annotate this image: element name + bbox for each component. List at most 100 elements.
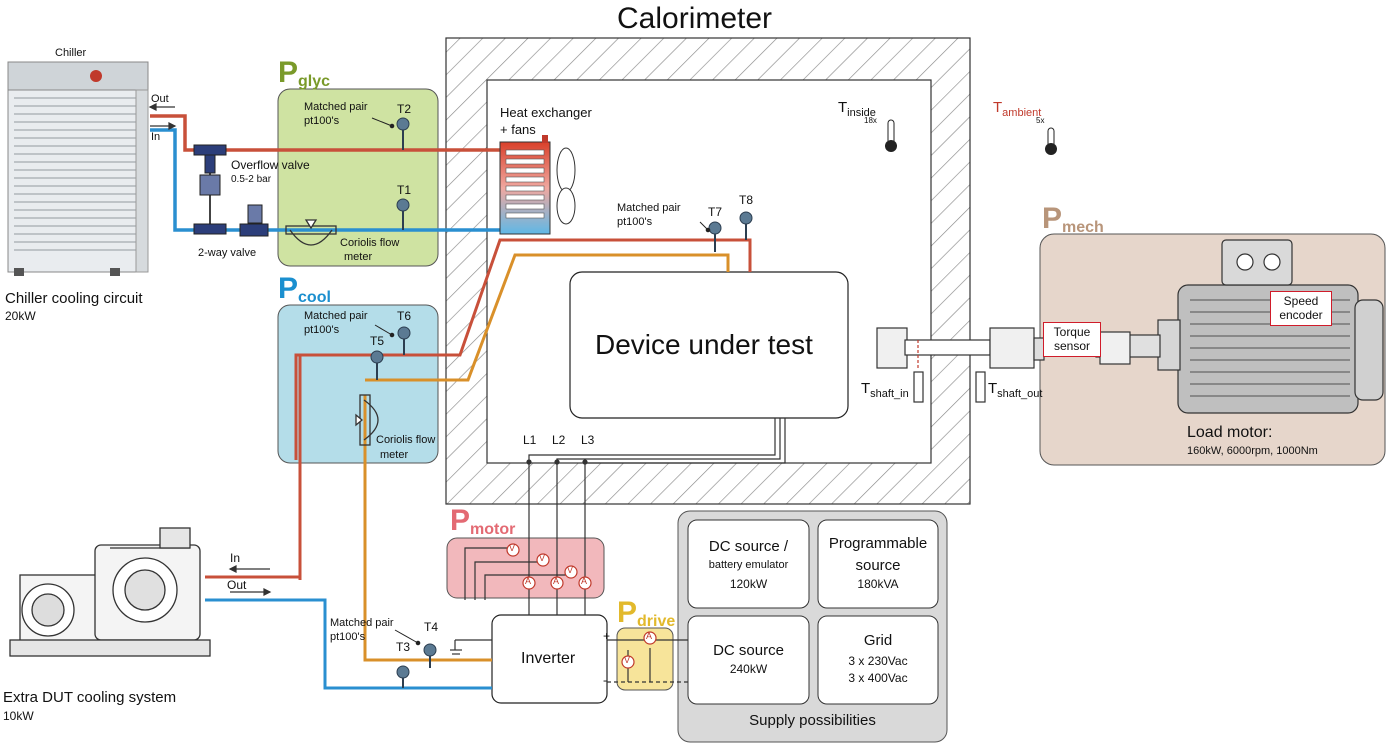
p-mech-label: Pmech: [1042, 202, 1104, 236]
p-drive-label: Pdrive: [617, 596, 676, 630]
p-motor-label: Pmotor: [450, 504, 516, 538]
phase-l1: L1: [523, 433, 537, 447]
thermometer-ambient: [1045, 127, 1057, 155]
dc-emulator-line3: 120kW: [729, 577, 768, 591]
dc-source-line2: 240kW: [729, 662, 768, 676]
t4-label: T4: [424, 620, 439, 634]
t6-label: T6: [397, 309, 412, 323]
p-cool-label: Pcool: [278, 272, 331, 306]
grid-line3: 3 x 400Vac: [848, 671, 908, 685]
dut-pt100: pt100's: [617, 216, 653, 228]
motor-a-glyph-1: A: [525, 576, 532, 586]
two-way-valve-label: 2-way valve: [198, 247, 257, 259]
drive-meters: [621, 631, 657, 669]
programmable-line3: 180kVA: [857, 577, 899, 591]
coriolis-cool: [355, 394, 379, 446]
grid-box: [817, 615, 939, 705]
t2-label: T2: [397, 102, 412, 116]
chiller-unit: [7, 61, 149, 276]
p-glyc-region: [277, 88, 439, 267]
inverter-plus: +: [603, 629, 611, 643]
extra-matched-pair: Matched pair: [330, 617, 394, 629]
p-cool-region: [277, 304, 439, 464]
programmable-line1: Programmable: [828, 535, 928, 552]
device-under-test-box: [569, 271, 849, 419]
programmable-box: [817, 519, 939, 609]
chiller-power: 20kW: [5, 309, 36, 323]
speed-encoder-label: Speed encoder: [1270, 291, 1332, 326]
dut-matched-pair: Matched pair: [617, 202, 681, 214]
heat-exchanger-label: Heat exchanger: [500, 105, 592, 120]
t-inside-count: 18x: [864, 116, 877, 125]
extra-cooling-caption: Extra DUT cooling system: [3, 689, 177, 706]
dc-emulator-line2: battery emulator: [708, 559, 789, 571]
torque-sensor-label: Torque sensor: [1043, 322, 1101, 357]
t-shaft-in-label: Tshaft_in: [861, 380, 909, 400]
p-drive-region: [616, 627, 674, 691]
t5-label: T5: [370, 334, 385, 348]
grid-line2: 3 x 230Vac: [848, 654, 908, 668]
t-ambient-label: Tambient: [993, 99, 1042, 119]
programmable-line2: source: [855, 557, 901, 574]
extra-cooling-power: 10kW: [3, 709, 34, 723]
cool-coriolis: Coriolis flow: [376, 434, 436, 446]
drive-v-glyph: V: [624, 655, 631, 665]
dc-source-box: [687, 615, 810, 705]
t3-label: T3: [396, 640, 411, 654]
device-under-test-label: Device under test: [595, 329, 813, 360]
chiller-in-label: In: [151, 131, 161, 143]
extra-cooling-unit: [9, 527, 211, 657]
heat-exchanger: [499, 135, 576, 235]
supply-caption: Supply possibilities: [749, 712, 876, 729]
cool-matched-pair: Matched pair: [304, 310, 368, 322]
phase-l3: L3: [581, 433, 595, 447]
dc-emulator-box: [687, 519, 810, 609]
pt100-sensors: [370, 117, 753, 688]
phase-l2: L2: [552, 433, 566, 447]
motor-v-glyph-2: V: [539, 553, 546, 563]
load-motor-specs: 160kW, 6000rpm, 1000Nm: [1187, 445, 1318, 457]
motor-v-glyph-1: V: [509, 543, 516, 553]
dc-emulator-line1: DC source /: [708, 538, 789, 555]
glyc-pt100: pt100's: [304, 115, 340, 127]
inverter-minus: -: [603, 673, 607, 687]
page-title: Calorimeter: [617, 2, 773, 35]
load-motor-title: Load motor:: [1187, 424, 1273, 441]
cool-meter: meter: [380, 449, 409, 461]
two-way-valve: [239, 204, 269, 237]
t7-label: T7: [708, 205, 723, 219]
heat-exchanger-fans: + fans: [500, 122, 536, 137]
motor-v-glyph-3: V: [567, 565, 574, 575]
t1-label: T1: [397, 183, 412, 197]
overflow-valve-label: Overflow valve: [231, 158, 310, 172]
shaft-assembly: [876, 327, 1131, 403]
t-shaft-out-label: Tshaft_out: [988, 380, 1043, 400]
chiller-caption: Chiller cooling circuit: [5, 290, 143, 307]
coriolis-glyc: [285, 219, 337, 246]
drive-a-glyph: A: [646, 631, 653, 641]
cool-pt100: pt100's: [304, 324, 340, 336]
sensor-leaders: [371, 117, 711, 646]
grid-line1: Grid: [863, 632, 893, 649]
motor-a-glyph-2: A: [553, 576, 560, 586]
extra-cooling-out: Out: [227, 578, 247, 592]
chiller-name: Chiller: [55, 47, 87, 59]
t-inside-label: Tinside: [838, 99, 876, 119]
glyc-meter: meter: [344, 251, 373, 263]
dc-source-line1: DC source: [713, 642, 784, 659]
chiller-out-label: Out: [151, 93, 169, 105]
dut-pipes: [205, 238, 752, 690]
overflow-valve: [193, 144, 227, 235]
inverter-label: Inverter: [521, 650, 576, 667]
chiller-arrows: [148, 103, 177, 130]
extra-pt100: pt100's: [330, 631, 366, 643]
thermometer-inside: [885, 119, 897, 152]
glyc-coriolis: Coriolis flow: [340, 237, 400, 249]
p-glyc-label: Pglyc: [278, 56, 331, 90]
motor-meters: [506, 543, 592, 590]
t8-label: T8: [739, 193, 754, 207]
motor-a-glyph-3: A: [581, 576, 588, 586]
p-motor-region: [446, 537, 605, 599]
t-ambient-count: 5x: [1036, 116, 1045, 125]
